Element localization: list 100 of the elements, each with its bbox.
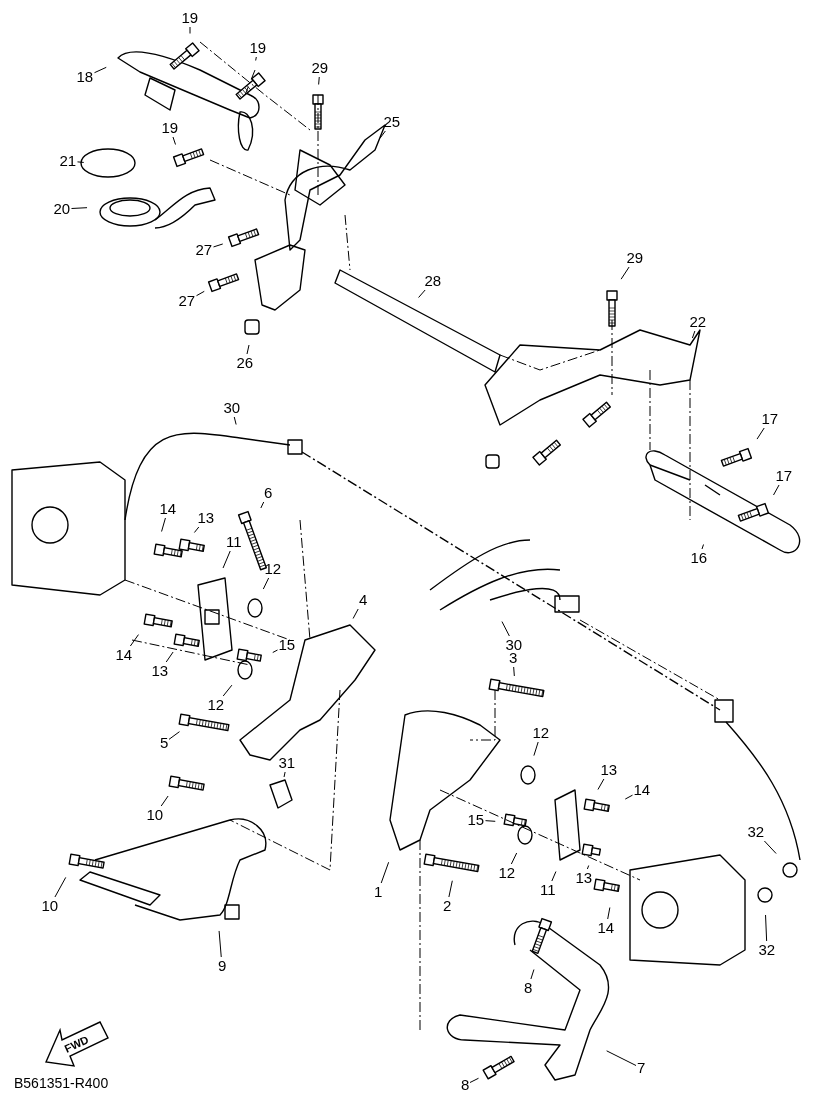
leader-line: [161, 517, 166, 532]
leader-line: [513, 666, 515, 677]
callout-number: 8: [524, 980, 533, 996]
leader-line: [597, 778, 605, 790]
callout-number: 10: [41, 898, 59, 914]
callout-number: 27: [195, 242, 213, 258]
leader-line: [262, 577, 270, 590]
leader-line: [533, 741, 539, 757]
callout-number: 4: [359, 592, 368, 608]
leader-line: [218, 930, 222, 958]
callout-number: 16: [690, 550, 708, 566]
callout-number: 21: [59, 153, 77, 169]
direction-label: FWD: [61, 1032, 92, 1057]
leader-line: [283, 771, 286, 778]
leader-line: [94, 66, 107, 74]
callout-number: 30: [223, 400, 241, 416]
callout-number: 30: [505, 637, 523, 653]
callout-number: 15: [467, 812, 485, 828]
callout-number: 17: [761, 411, 779, 427]
callout-number: 14: [115, 647, 133, 663]
leader-line: [765, 914, 768, 942]
leader-line: [485, 820, 496, 822]
leader-line: [260, 501, 265, 509]
callout-number: 27: [178, 293, 196, 309]
leader-line: [129, 634, 139, 647]
leader-line: [196, 290, 205, 297]
leader-line: [213, 243, 224, 248]
leader-line: [551, 871, 557, 882]
leader-line: [607, 907, 611, 920]
callout-number: 13: [600, 762, 618, 778]
leader-line: [418, 289, 426, 298]
callout-number: 19: [161, 120, 179, 136]
leader-line: [620, 266, 630, 280]
callout-number: 25: [383, 114, 401, 130]
callout-number: 15: [278, 637, 296, 653]
leader-line: [773, 484, 780, 496]
leader-line: [246, 344, 250, 355]
callout-number: 17: [775, 468, 793, 484]
leader-line: [168, 731, 180, 740]
callout-number: 29: [626, 250, 644, 266]
callout-number: 12: [532, 725, 550, 741]
leader-line: [756, 427, 765, 440]
leader-line: [380, 861, 390, 884]
callout-number: 6: [264, 485, 273, 501]
callout-number: 20: [53, 201, 71, 217]
callout-number: 10: [146, 807, 164, 823]
leader-line: [189, 26, 191, 34]
leader-line: [272, 649, 278, 653]
callout-number: 18: [76, 69, 94, 85]
callout-number: 13: [197, 510, 215, 526]
callout-number: 5: [160, 735, 169, 751]
callout-number: 32: [747, 824, 765, 840]
leader-line: [763, 840, 777, 854]
leader-line: [77, 161, 85, 163]
callout-number: 1: [374, 884, 383, 900]
callout-number: 12: [498, 865, 516, 881]
callout-number: 14: [597, 920, 615, 936]
leader-line: [530, 969, 535, 980]
leader-line: [54, 876, 67, 898]
callout-number: 28: [424, 273, 442, 289]
part-code: B561351-R400: [14, 1075, 109, 1091]
leader-line: [71, 207, 88, 209]
leader-line: [448, 880, 453, 898]
leader-line: [165, 651, 174, 663]
callout-number: 31: [278, 755, 296, 771]
callout-number: 2: [443, 898, 452, 914]
callout-number: 7: [637, 1060, 646, 1076]
leader-line: [624, 794, 633, 800]
callout-number: 22: [689, 314, 707, 330]
callout-number: 12: [264, 561, 282, 577]
callout-number: 9: [218, 958, 227, 974]
callout-number: 29: [311, 60, 329, 76]
callout-number: 19: [181, 10, 199, 26]
leader-line: [586, 865, 590, 870]
callout-number: 11: [226, 534, 242, 550]
leader-line: [255, 56, 257, 61]
leader-line: [172, 136, 176, 145]
leader-line: [222, 684, 233, 697]
leader-line: [222, 550, 231, 569]
leader-line: [160, 795, 169, 807]
leader-line: [510, 852, 518, 865]
callout-number: 26: [236, 355, 254, 371]
callout-number: 19: [249, 40, 267, 56]
callout-number: 14: [633, 782, 651, 798]
leader-line: [501, 621, 510, 637]
callout-number: 13: [575, 870, 593, 886]
callout-number: 14: [159, 501, 177, 517]
leader-line: [233, 416, 237, 425]
leader-line: [469, 1077, 479, 1083]
leader-line: [318, 76, 320, 85]
leader-line: [193, 526, 200, 533]
callout-number: 13: [151, 663, 169, 679]
leader-line: [379, 130, 386, 139]
callout-number: 3: [509, 650, 518, 666]
callout-number: 8: [461, 1077, 470, 1093]
leader-line: [691, 330, 696, 339]
leader-line: [606, 1050, 637, 1066]
callout-number: 32: [758, 942, 776, 958]
leader-line: [352, 608, 359, 619]
leader-line: [701, 544, 704, 550]
